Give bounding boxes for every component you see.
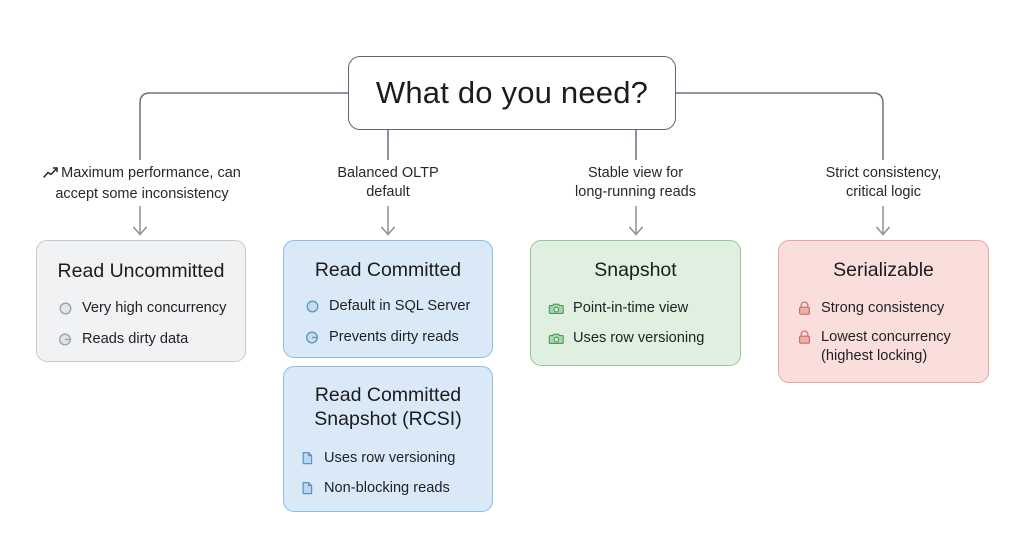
lock-icon xyxy=(796,329,813,346)
lock-icon xyxy=(796,300,813,317)
trending-up-icon xyxy=(43,166,59,185)
card-bullet-list: Strong consistency Lowest concurrency (h… xyxy=(779,299,988,366)
card-title: Read Committed Snapshot (RCSI) xyxy=(284,383,492,431)
card-bullet-list: Point-in-time view Uses row versioning xyxy=(531,299,740,348)
list-item: Uses row versioning xyxy=(299,449,492,468)
gauge-icon xyxy=(304,298,321,315)
list-item-label: Strong consistency xyxy=(821,300,945,316)
list-item: Reads dirty data xyxy=(57,330,245,349)
option-card-read-committed[interactable]: Read Committed Default in SQL Server Pr xyxy=(283,240,493,358)
list-item: Point-in-time view xyxy=(548,299,740,318)
card-title: Read Committed xyxy=(314,259,462,281)
card-bullet-list: Very high concurrency Reads dirty data xyxy=(37,299,245,349)
document-icon xyxy=(299,480,316,497)
card-title: Read Uncommitted xyxy=(57,260,225,282)
list-item-label: Non-blocking reads xyxy=(324,480,450,496)
camera-icon xyxy=(548,300,565,317)
document-icon xyxy=(299,450,316,467)
list-item: Lowest concurrency (highest locking) xyxy=(796,328,988,366)
list-item-label: Default in SQL Server xyxy=(329,298,471,314)
branch-label-text-line2: default xyxy=(366,184,410,200)
decision-node-root[interactable]: What do you need? xyxy=(348,56,676,130)
camera-icon xyxy=(548,330,565,347)
list-item: Default in SQL Server xyxy=(304,297,492,316)
list-item-label: Point-in-time view xyxy=(573,300,689,316)
branch-label-text-line1: Strict consistency, xyxy=(825,165,942,181)
branch-label-serializable: Strict consistency, critical logic xyxy=(778,164,989,202)
branch-label-text-line2: long-running reads xyxy=(575,184,696,200)
gauge-icon xyxy=(57,300,74,317)
list-item-label: Very high concurrency xyxy=(82,300,227,316)
card-title: Serializable xyxy=(833,259,934,281)
branch-label-text-line1: Maximum performance, can xyxy=(61,165,241,181)
option-card-rcsi[interactable]: Read Committed Snapshot (RCSI) Uses row … xyxy=(283,366,493,512)
card-bullet-list: Uses row versioning Non-blocking reads xyxy=(284,449,492,498)
card-title-line1: Read Committed xyxy=(314,384,462,406)
list-item-label: Uses row versioning xyxy=(324,450,456,466)
branch-label-read-uncommitted: Maximum performance, can accept some inc… xyxy=(18,164,266,204)
branch-label-read-committed: Balanced OLTP default xyxy=(283,164,493,202)
gauge-icon xyxy=(57,331,74,348)
list-item-label: Reads dirty data xyxy=(82,331,189,347)
card-title-line2: Snapshot (RCSI) xyxy=(314,408,462,430)
list-item-label: Uses row versioning xyxy=(573,330,705,346)
branch-label-text-line2: accept some inconsistency xyxy=(55,186,229,202)
list-item: Non-blocking reads xyxy=(299,479,492,498)
decision-node-label: What do you need? xyxy=(375,75,649,110)
list-item-label: Lowest concurrency (highest locking) xyxy=(821,328,951,366)
option-card-serializable[interactable]: Serializable Strong consistency xyxy=(778,240,989,383)
card-title: Snapshot xyxy=(594,259,677,281)
list-item-label-line2: (highest locking) xyxy=(821,348,928,364)
list-item-label-line1: Lowest concurrency xyxy=(821,329,951,345)
branch-label-text-line1: Stable view for xyxy=(587,165,684,181)
branch-label-text-line1: Balanced OLTP xyxy=(337,165,439,181)
list-item: Prevents dirty reads xyxy=(304,328,492,347)
gauge-icon xyxy=(304,329,321,346)
branch-label-text-line2: critical logic xyxy=(846,184,921,200)
card-bullet-list: Default in SQL Server Prevents dirty rea… xyxy=(284,297,492,347)
list-item: Strong consistency xyxy=(796,299,988,318)
option-card-read-uncommitted[interactable]: Read Uncommitted Very high concurrency xyxy=(36,240,246,362)
branch-label-snapshot: Stable view for long-running reads xyxy=(530,164,741,202)
list-item: Uses row versioning xyxy=(548,329,740,348)
list-item: Very high concurrency xyxy=(57,299,245,318)
list-item-label: Prevents dirty reads xyxy=(329,329,459,345)
option-card-snapshot[interactable]: Snapshot Point-in-time view xyxy=(530,240,741,366)
